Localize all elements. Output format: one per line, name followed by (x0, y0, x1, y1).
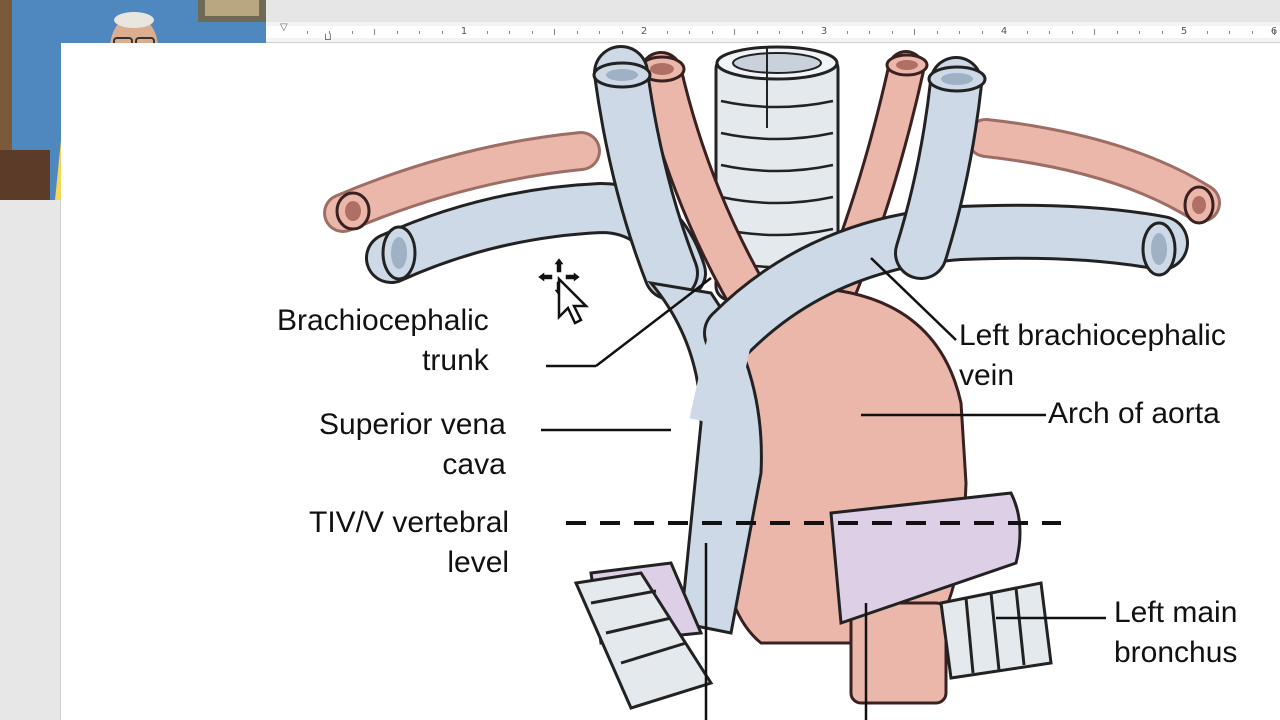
ruler-tick (801, 31, 803, 34)
ruler-tick (1206, 31, 1208, 34)
ruler-tick (846, 31, 848, 34)
ruler-tick (1274, 29, 1275, 35)
ruler-tick (1094, 29, 1095, 35)
label-left-main-bronchus: Left main bronchus (1114, 596, 1238, 669)
pulmonary-artery (829, 491, 1022, 626)
ruler-tick (351, 31, 353, 34)
label-brachiocephalic-trunk: Brachiocephalic trunk (277, 304, 489, 377)
move-cursor-icon (535, 255, 590, 325)
ruler-number: 5 (1180, 26, 1188, 37)
ruler-tick (936, 31, 938, 34)
document-left-margin (0, 200, 61, 720)
ruler-tick (891, 31, 893, 34)
ruler-tick (1251, 31, 1253, 34)
ruler-tick (779, 31, 780, 34)
ruler-tick (869, 31, 870, 34)
document-page: Brachiocephalic trunk Superior vena cava… (61, 43, 1280, 720)
ruler-tick (509, 31, 510, 34)
label-superior-vena-cava: Superior vena cava (319, 408, 506, 481)
ruler-tick (441, 31, 443, 34)
ruler-tick (554, 29, 555, 35)
ruler-tick (1071, 31, 1073, 34)
ruler-tick (981, 31, 983, 34)
ruler-band (266, 26, 1280, 38)
ruler-number: 2 (640, 26, 648, 37)
ruler-tick (374, 29, 375, 35)
ruler-tick (1049, 31, 1050, 34)
ruler-tick (599, 31, 600, 34)
ruler-tick (689, 31, 690, 34)
ruler-tick (396, 31, 398, 34)
hanging-indent-marker[interactable]: ⊔ (324, 32, 332, 43)
ruler-tick (1139, 31, 1140, 34)
ruler-tick (914, 29, 915, 35)
ruler-tick (306, 31, 308, 34)
ruler-tick (959, 31, 960, 34)
ruler-tick (756, 31, 758, 34)
ruler-tick (419, 31, 420, 34)
ruler-tick (576, 31, 578, 34)
ruler-tick (1116, 31, 1118, 34)
ruler-tick (1026, 31, 1028, 34)
label-tiv-vertebral-level: TIV/V vertebral level (309, 506, 510, 579)
ruler-tick (486, 31, 488, 34)
ruler-tick (711, 31, 713, 34)
label-left-brachiocephalic-vein: Left brachiocephalic vein (959, 319, 1226, 392)
ruler-tick (1161, 31, 1163, 34)
first-line-indent-marker[interactable]: ▽ (280, 22, 288, 33)
horizontal-ruler[interactable]: ▽ ⊔ 1 2 3 4 5 6 (266, 22, 1280, 43)
ruler-number: 1 (460, 26, 468, 37)
ruler-tick (666, 31, 668, 34)
mediastinum-diagram (323, 45, 1221, 720)
ruler-tick (531, 31, 533, 34)
ruler-tick (329, 31, 330, 34)
ruler-tick (621, 31, 623, 34)
label-arch-of-aorta: Arch of aorta (1048, 397, 1220, 430)
ruler-tick (734, 29, 735, 35)
ruler-number: 4 (1000, 26, 1008, 37)
ruler-tick (1229, 31, 1230, 34)
ruler-number: 6 (1270, 26, 1278, 37)
ruler-number: 3 (820, 26, 828, 37)
